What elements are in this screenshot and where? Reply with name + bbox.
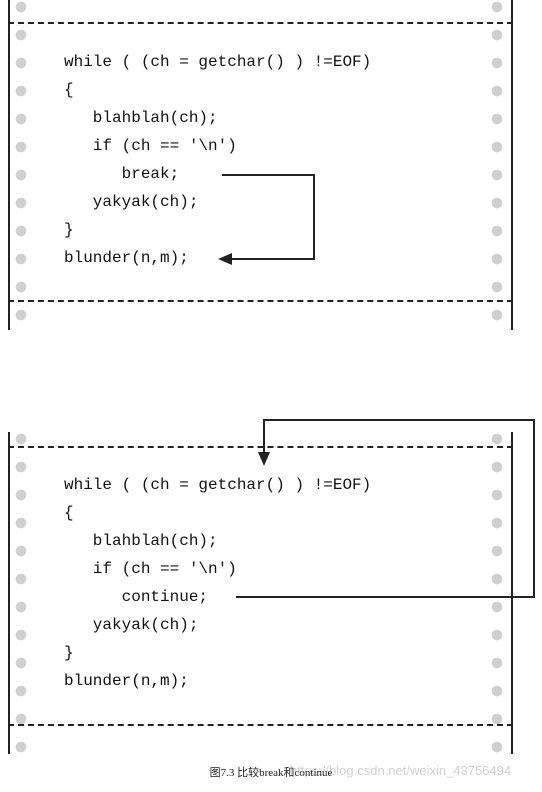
code-line: blahblah(ch);	[64, 109, 218, 127]
code-line: {	[64, 81, 74, 99]
continue-flow-arrow	[236, 419, 535, 598]
code-line: yakyak(ch);	[64, 193, 199, 211]
top-tear-line	[8, 22, 513, 24]
left-perforation-holes	[14, 0, 28, 330]
code-line: if (ch == '\n')	[64, 560, 237, 578]
left-edge-line	[8, 0, 10, 330]
bottom-tear-line	[8, 300, 513, 302]
code-line: while ( (ch = getchar() ) !=EOF)	[64, 476, 372, 494]
figure-caption: 图7.3 比较break和continue	[209, 767, 333, 779]
code-line: if (ch == '\n')	[64, 137, 237, 155]
code-line: continue;	[64, 588, 209, 606]
right-perforation-holes	[490, 0, 504, 330]
break-arrow-head	[218, 253, 232, 265]
code-line: }	[64, 221, 74, 239]
continue-arrow-path	[236, 419, 535, 598]
right-edge-line	[511, 0, 513, 330]
code-line: break;	[64, 165, 180, 183]
code-line: blahblah(ch);	[64, 532, 218, 550]
left-edge-line	[8, 432, 10, 754]
left-perforation-holes	[14, 432, 28, 754]
break-panel: while ( (ch = getchar() ) !=EOF) { blahb…	[0, 0, 542, 330]
code-line: blunder(n,m);	[64, 249, 189, 267]
top-tear-line	[8, 446, 513, 448]
code-line: while ( (ch = getchar() ) !=EOF)	[64, 53, 372, 71]
continue-panel: while ( (ch = getchar() ) !=EOF) { blahb…	[0, 418, 542, 754]
right-edge-line	[511, 432, 513, 754]
code-line: }	[64, 644, 74, 662]
code-line: blunder(n,m);	[64, 672, 189, 690]
break-flow-arrow	[218, 174, 315, 265]
bottom-tear-line	[8, 724, 513, 726]
code-line: {	[64, 504, 74, 522]
code-block: while ( (ch = getchar() ) !=EOF) { blahb…	[64, 471, 371, 695]
continue-arrow-head	[258, 452, 270, 466]
right-perforation-holes	[490, 432, 504, 754]
watermark: https://blog.csdn.net/weixin_43756494	[290, 763, 512, 778]
code-block: while ( (ch = getchar() ) !=EOF) { blahb…	[64, 48, 371, 272]
break-arrow-path	[222, 174, 315, 260]
code-line: yakyak(ch);	[64, 616, 199, 634]
